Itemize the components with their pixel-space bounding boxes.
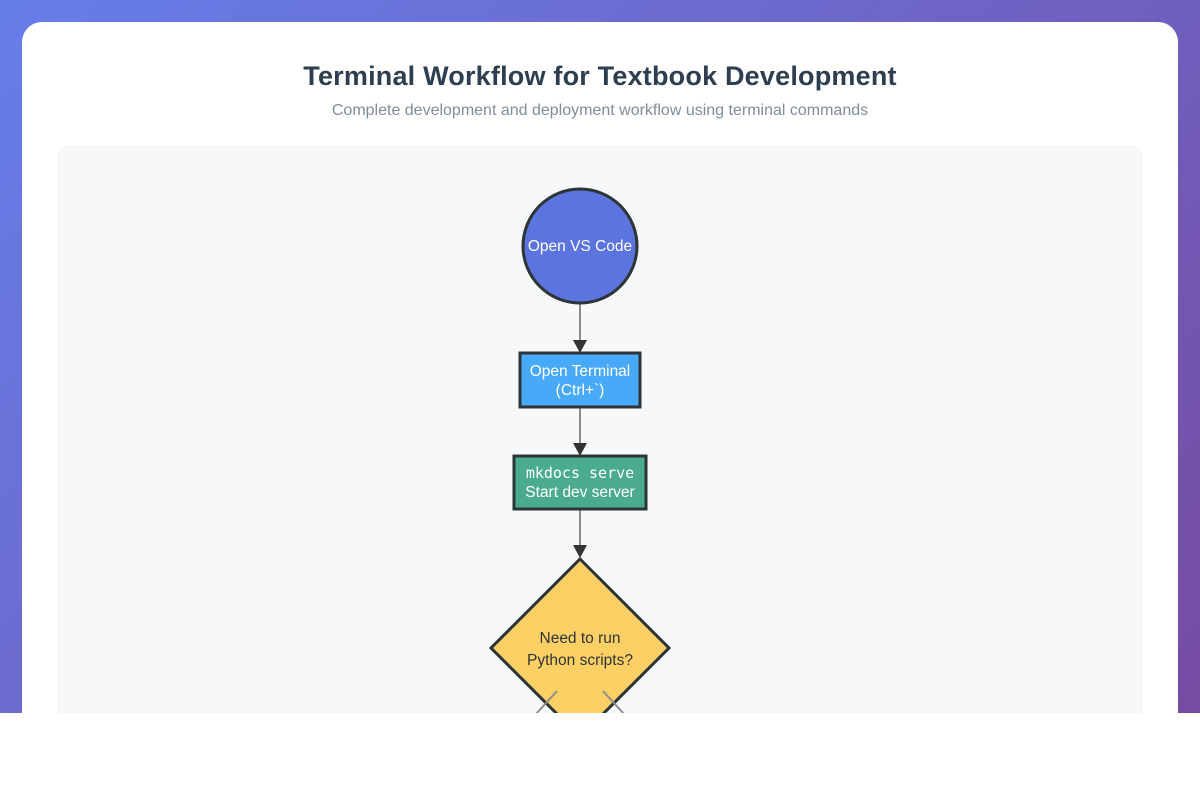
node-label-line: Open Terminal — [530, 363, 631, 380]
diamond-node-shape — [488, 556, 672, 713]
edge-decision-branches — [535, 690, 625, 713]
node-open-terminal: Open Terminal (Ctrl+`) — [518, 351, 642, 409]
rect-node-shape — [512, 454, 648, 511]
arrow-down-head — [573, 443, 587, 456]
node-python-decision: Need to run Python scripts? — [488, 556, 672, 713]
node-label-line: Need to run — [540, 630, 621, 647]
node-open-vs-code: Open VS Code — [521, 187, 639, 305]
edge-serve-to-decision — [573, 509, 587, 558]
arrow-down-head — [573, 340, 587, 353]
card-header: Terminal Workflow for Textbook Developme… — [22, 22, 1178, 121]
flowchart-diagram: Open VS Code Open Terminal (Ctrl+`) mkdo… — [488, 187, 672, 713]
branch-line-right — [602, 690, 625, 713]
page-background: Terminal Workflow for Textbook Developme… — [0, 0, 1200, 713]
node-label-line: Start dev server — [525, 484, 634, 501]
node-mkdocs-serve: mkdocs serve Start dev server — [512, 454, 648, 511]
edge-terminal-to-serve — [573, 407, 587, 456]
node-label-line: Python scripts? — [527, 652, 633, 669]
node-label-code: mkdocs serve — [526, 464, 634, 482]
page-title: Terminal Workflow for Textbook Developme… — [303, 61, 897, 91]
circle-node-shape — [521, 187, 639, 305]
rect-node-shape — [518, 351, 642, 409]
edge-vscode-to-terminal — [573, 304, 587, 353]
node-label-line: (Ctrl+`) — [556, 382, 605, 399]
page-subtitle: Complete development and deployment work… — [331, 102, 869, 119]
branch-line-left — [535, 690, 558, 713]
node-label: Open VS Code — [528, 238, 632, 255]
arrow-down-head — [573, 545, 587, 558]
